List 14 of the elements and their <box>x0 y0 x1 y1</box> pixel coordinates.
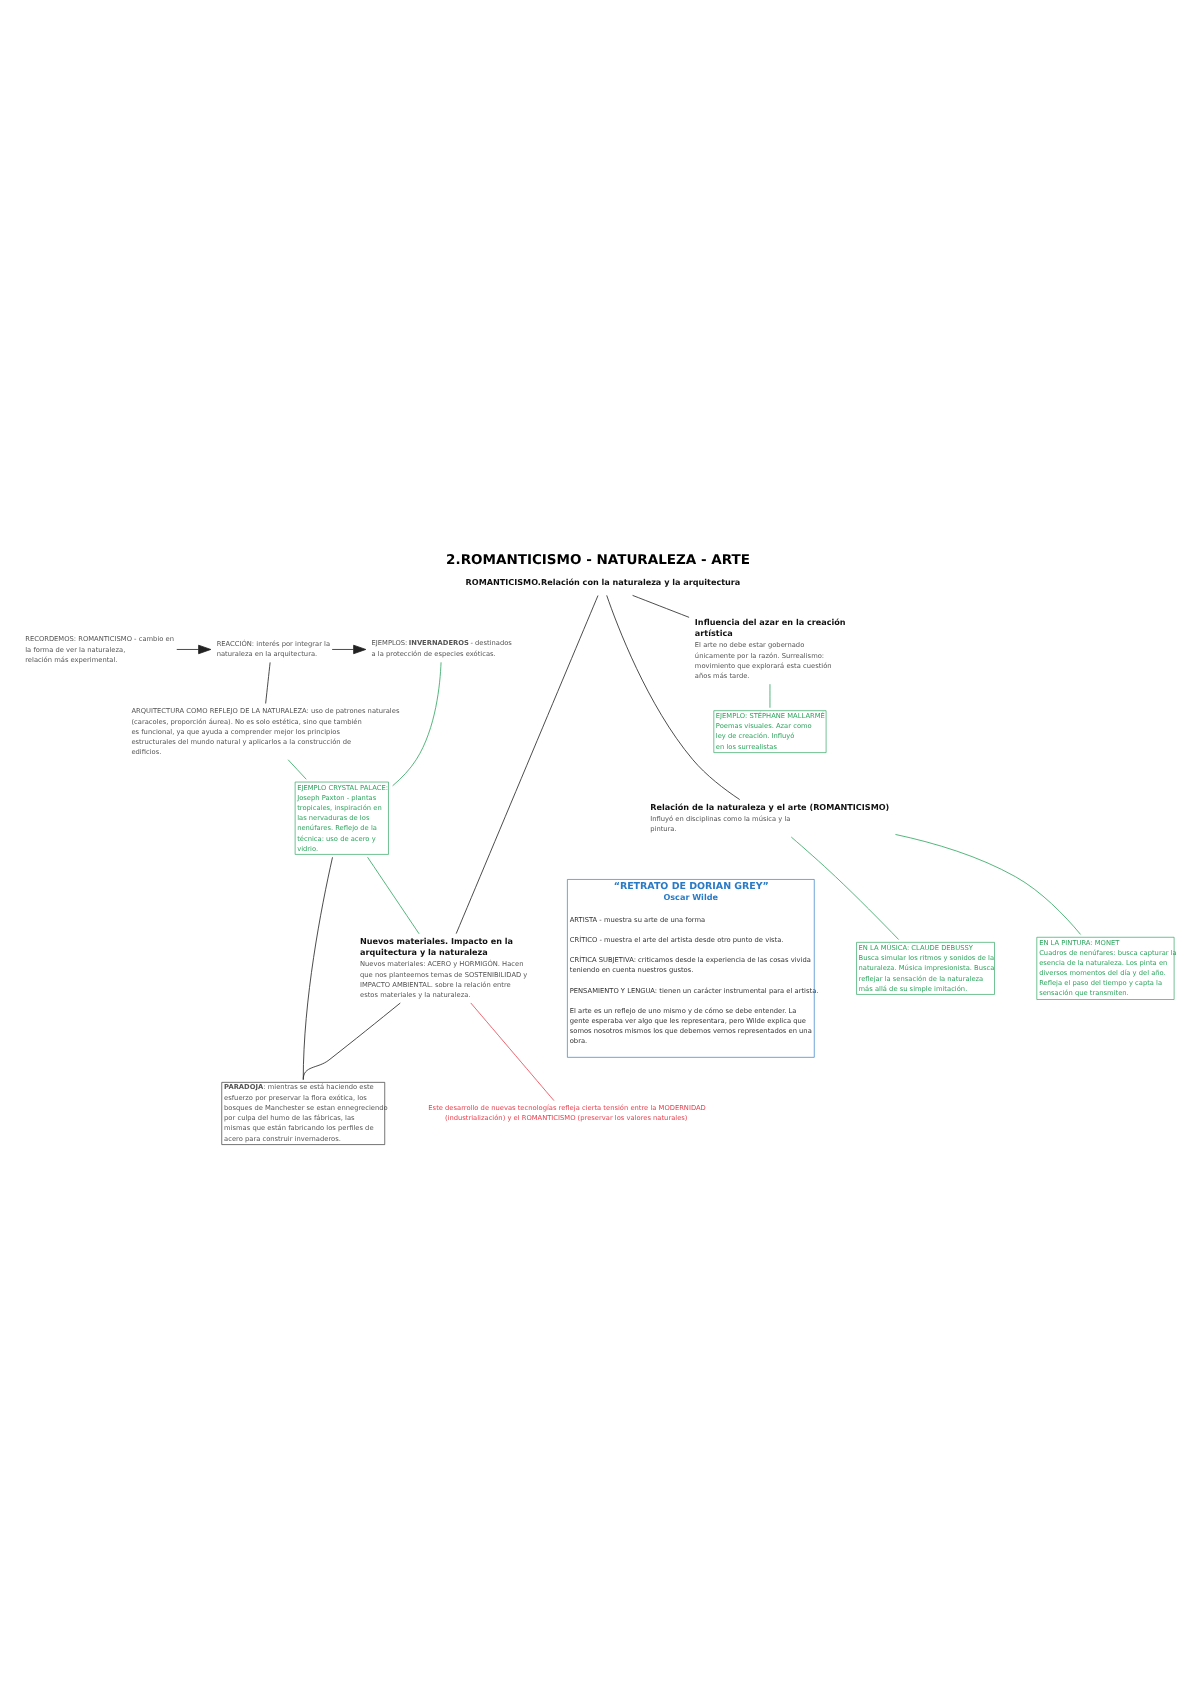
connector <box>302 1001 401 1080</box>
connector <box>455 594 599 934</box>
connector <box>392 660 442 786</box>
connector <box>606 594 741 799</box>
connector <box>302 855 333 1080</box>
connector <box>790 835 900 939</box>
connector <box>287 758 307 779</box>
connector <box>367 855 420 934</box>
arrow <box>331 643 367 654</box>
connector <box>470 1001 555 1100</box>
connector <box>632 593 690 617</box>
arrow <box>176 643 212 654</box>
connector <box>895 833 1081 934</box>
connector <box>265 661 271 703</box>
